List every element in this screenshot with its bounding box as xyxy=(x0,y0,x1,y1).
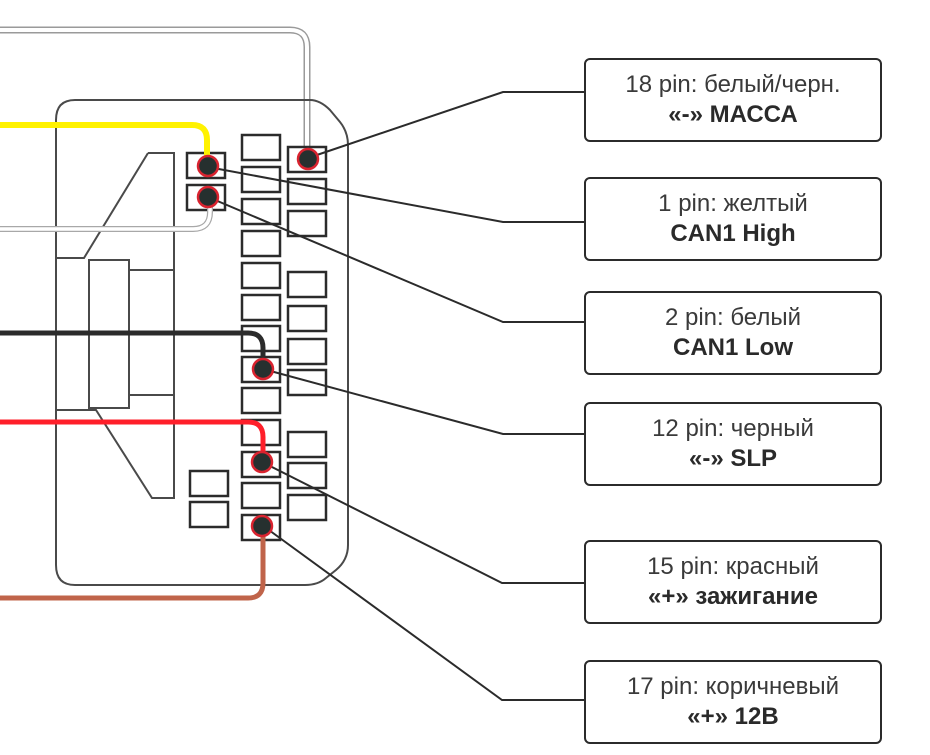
pin-function-label: «+» зажигание xyxy=(647,583,819,610)
wire-black xyxy=(0,330,266,368)
pin-color-label: 15 pin: красный xyxy=(647,553,819,580)
pin-12-dot xyxy=(251,357,275,381)
label-box-pin-1: 1 pin: желтый CAN1 High xyxy=(584,177,882,261)
leader-pin-2 xyxy=(207,196,584,323)
label-box-pin-18: 18 pin: белый/черн. «-» МАССА xyxy=(584,58,882,142)
pin-function-label: CAN1 High xyxy=(670,220,796,247)
wire-white-black xyxy=(0,26,311,158)
leader-pin-18 xyxy=(307,91,584,159)
wire-brown xyxy=(0,525,266,601)
leader-pin-15 xyxy=(261,461,584,584)
pin-2-dot xyxy=(196,185,220,209)
pin-18-dot xyxy=(296,147,320,171)
label-box-pin-12: 12 pin: черный «-» SLP xyxy=(584,402,882,486)
wire-yellow xyxy=(0,122,210,165)
pin-color-label: 12 pin: черный xyxy=(652,415,814,442)
leader-pin-17 xyxy=(261,524,584,701)
wire-red xyxy=(0,419,266,461)
connector-housing xyxy=(55,99,349,586)
pin-dots xyxy=(196,147,320,538)
pin-function-label: «-» МАССА xyxy=(668,101,798,128)
pin-color-label: 18 pin: белый/черн. xyxy=(625,71,841,98)
label-box-pin-15: 15 pin: красный «+» зажигание xyxy=(584,540,882,624)
leader-lines xyxy=(207,91,584,701)
wire-white xyxy=(0,197,213,232)
label-box-pin-17: 17 pin: коричневый «+» 12В xyxy=(584,660,882,744)
pin-17-dot xyxy=(250,514,274,538)
pin-color-label: 1 pin: желтый xyxy=(658,190,808,217)
label-box-pin-2: 2 pin: белый CAN1 Low xyxy=(584,291,882,375)
pin-1-dot xyxy=(196,154,220,178)
pin-15-dot xyxy=(250,450,274,474)
pin-function-label: CAN1 Low xyxy=(673,334,793,361)
pin-color-label: 2 pin: белый xyxy=(664,304,802,331)
pin-function-label: «+» 12В xyxy=(687,703,779,730)
leader-pin-1 xyxy=(207,166,584,223)
leader-pin-12 xyxy=(262,368,584,435)
pin-function-label: «-» SLP xyxy=(688,445,778,472)
pin-color-label: 17 pin: коричневый xyxy=(626,673,840,700)
